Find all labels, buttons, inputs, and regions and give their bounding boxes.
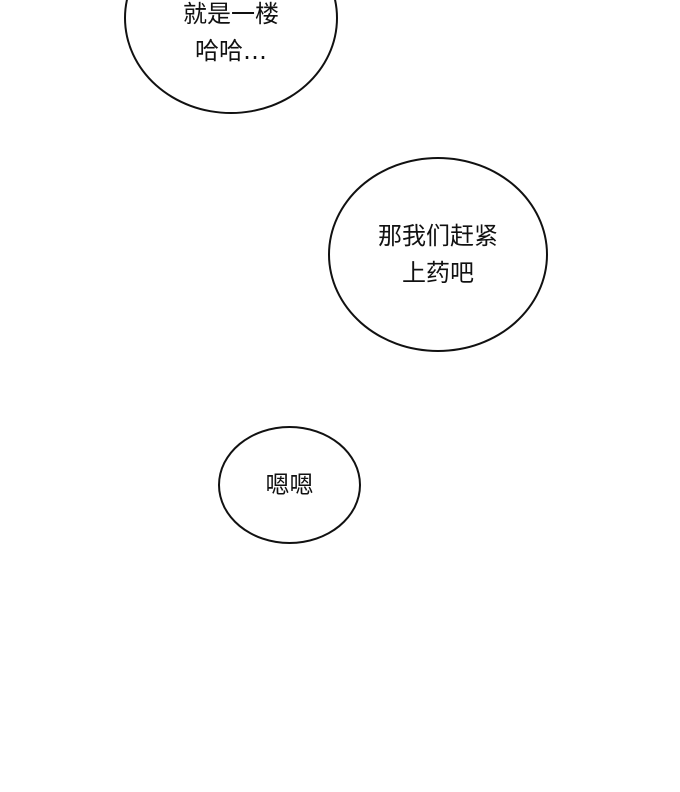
bubble-text-line: 就是一楼 bbox=[183, 0, 279, 28]
speech-bubble-2: 那我们赶紧 上药吧 bbox=[328, 157, 548, 352]
speech-bubble-3: 嗯嗯 bbox=[218, 426, 361, 544]
bubble-text-line: 哈哈… bbox=[195, 37, 267, 65]
bubble-text-line: 嗯嗯 bbox=[265, 470, 314, 499]
bubble-text-line: 上药吧 bbox=[402, 258, 474, 287]
speech-bubble-1: 就是一楼 哈哈… bbox=[124, 0, 338, 114]
bubble-text-line: 那我们赶紧 bbox=[378, 221, 498, 250]
